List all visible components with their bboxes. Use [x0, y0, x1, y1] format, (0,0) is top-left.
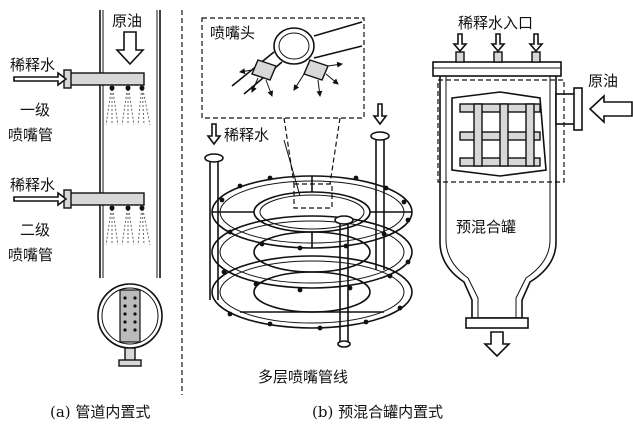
premix-tank-label: 预混合罐 [456, 218, 516, 236]
panel-a-pipe: 原油 稀释水 一级 喷嘴管 稀释水 二级 喷嘴管 (a) 管道内置式 [8, 10, 163, 421]
multilayer-nozzle-line-label: 多层喷嘴管线 [258, 368, 348, 386]
tank-cutaway-box [437, 79, 565, 183]
tank-crude-oil-arrow [588, 94, 633, 124]
stage2-spray [105, 204, 151, 246]
crude-oil-arrow [115, 31, 145, 66]
panel-a-diluent-water-2-label: 稀释水 [10, 176, 55, 194]
stage2-nozzle-pipe [69, 192, 145, 206]
nozzle-head-zoom-box [201, 17, 365, 119]
caption-b: (b) 预混合罐内置式 [312, 403, 443, 421]
diluent-water-1-arrow [13, 71, 68, 87]
tank-diluent-inlet-label: 稀释水入口 [458, 14, 533, 32]
panel-b-diluent-water-label: 稀释水 [224, 126, 269, 144]
panel-b-premix-tank: 稀释水入口 原油 预混合罐 [432, 14, 633, 358]
feed-pipes [204, 131, 390, 348]
ring-nozzles [219, 175, 411, 331]
caption-a: (a) 管道内置式 [50, 403, 150, 421]
stage1-label-line1: 一级 [20, 101, 50, 119]
ring-layers [211, 175, 413, 329]
stage2-label-line2: 喷嘴管 [8, 246, 53, 264]
tank-outlet-arrow [483, 331, 511, 358]
ring-water-arrow-left [206, 123, 222, 146]
stage1-label-line2: 喷嘴管 [8, 126, 53, 144]
nozzle-head-left [251, 59, 277, 81]
diluent-inlet-pipes [452, 33, 544, 63]
diluent-water-2-arrow [13, 191, 68, 207]
stage1-nozzle-pipe [69, 72, 145, 86]
nozzle-head-label: 喷嘴头 [210, 24, 255, 42]
ring-water-arrow-right [372, 103, 388, 126]
nozzle-head-right [303, 59, 329, 81]
panel-a-diluent-water-1-label: 稀释水 [10, 56, 55, 74]
tank-top-flange [432, 61, 562, 77]
panel-a-crude-oil-label: 原油 [112, 12, 142, 30]
stage1-spray [105, 84, 151, 126]
panel-b-nozzle-rings: 喷嘴头 稀释水 多层喷嘴管线 [201, 17, 413, 386]
stage2-label-line1: 二级 [20, 221, 50, 239]
tank-crude-oil-label: 原油 [588, 72, 618, 90]
